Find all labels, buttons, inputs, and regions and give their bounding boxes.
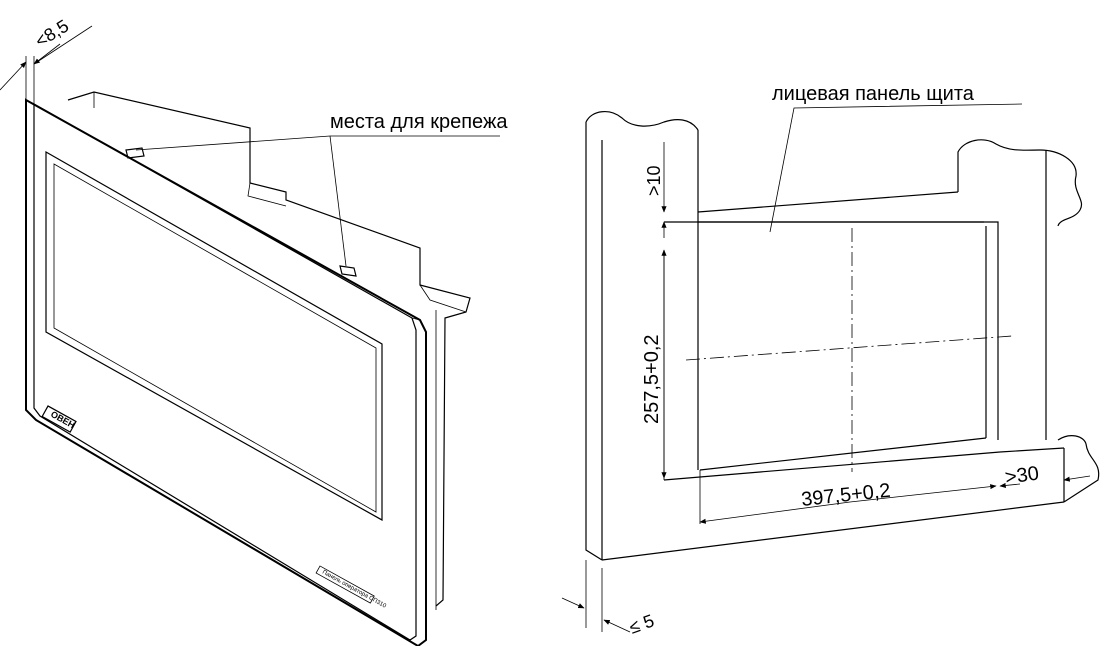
operator-panel: [0, 25, 500, 646]
svg-text:>30: >30: [1004, 462, 1041, 489]
thickness-label: ≤ 5: [627, 610, 657, 637]
svg-text:257,5+0,2: 257,5+0,2: [641, 334, 663, 424]
panel-cutout: [585, 103, 1100, 561]
svg-text:Панель оператора СП310: Панель оператора СП310: [321, 570, 387, 610]
svg-text:ОВЕН: ОВЕН: [49, 409, 77, 430]
svg-text:<8,5: <8,5: [32, 16, 73, 52]
model-text: Панель оператора СП310: [321, 570, 387, 610]
height-label: 257,5+0,2: [641, 334, 663, 424]
panel-face-label: лицевая панель щита: [772, 83, 975, 105]
svg-text:>10: >10: [644, 165, 664, 196]
mounting-label: места для крепежа: [330, 111, 508, 133]
svg-text:места для крепежа: места для крепежа: [330, 111, 508, 133]
side-margin-label: >30: [1004, 462, 1041, 489]
width-label: 397,5+0,2: [800, 480, 891, 511]
svg-text:≤ 5: ≤ 5: [627, 610, 657, 637]
depth-label: <8,5: [32, 16, 73, 52]
dimension-lines: [561, 142, 1091, 633]
top-margin-label: >10: [644, 165, 664, 196]
svg-text:397,5+0,2: 397,5+0,2: [800, 480, 891, 511]
logo-text: ОВЕН: [49, 409, 77, 430]
svg-text:лицевая панель щита: лицевая панель щита: [772, 83, 975, 105]
